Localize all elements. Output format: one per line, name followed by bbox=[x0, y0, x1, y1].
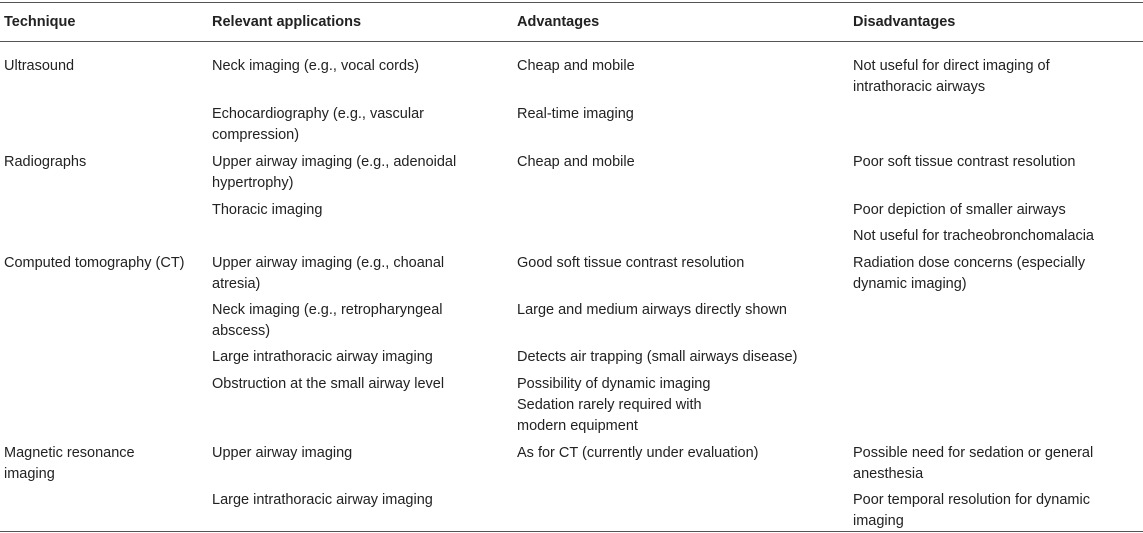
ultrasound-technique: Ultrasound bbox=[4, 58, 75, 74]
header-technique: Technique bbox=[4, 14, 76, 30]
radiographs-application-1: Upper airway imaging (e.g., adenoidal hy… bbox=[212, 154, 457, 191]
ct-advantage-1: Good soft tissue contrast resolution bbox=[517, 255, 745, 271]
mri-application-2: Large intrathoracic airway imaging bbox=[212, 492, 433, 508]
ultrasound-advantage-1: Cheap and mobile bbox=[517, 58, 635, 74]
mri-advantage-1: As for CT (currently under evaluation) bbox=[517, 445, 759, 461]
radiographs-disadvantage-1: Poor soft tissue contrast resolution bbox=[853, 154, 1076, 170]
radiographs-disadvantage-3: Not useful for tracheobronchomalacia bbox=[853, 228, 1094, 244]
ct-technique: Computed tomography (CT) bbox=[4, 255, 185, 271]
ultrasound-advantage-2: Real-time imaging bbox=[517, 106, 634, 122]
ct-application-1: Upper airway imaging (e.g., choanal atre… bbox=[212, 255, 445, 292]
mri-application-1: Upper airway imaging bbox=[212, 445, 353, 461]
table-top-rule bbox=[0, 2, 1143, 3]
ct-disadvantage-1: Radiation dose concerns (especially dyna… bbox=[853, 255, 1086, 292]
ct-advantage-2: Large and medium airways directly shown bbox=[517, 302, 787, 318]
table-bottom-rule bbox=[0, 531, 1143, 532]
ct-application-4: Obstruction at the small airway level bbox=[212, 376, 445, 392]
mri-disadvantage-2: Poor temporal resolution for dynamic ima… bbox=[853, 492, 1090, 529]
radiographs-technique: Radiographs bbox=[4, 154, 87, 170]
radiographs-disadvantage-2: Poor depiction of smaller airways bbox=[853, 202, 1066, 218]
ultrasound-application-1: Neck imaging (e.g., vocal cords) bbox=[212, 58, 420, 74]
header-disadvantages: Disadvantages bbox=[853, 14, 956, 30]
ct-advantage-5: Sedation rarely required with modern equ… bbox=[517, 397, 702, 434]
ct-advantage-4: Possibility of dynamic imaging bbox=[517, 376, 711, 392]
radiographs-advantage-1: Cheap and mobile bbox=[517, 154, 635, 170]
header-applications: Relevant applications bbox=[212, 14, 362, 30]
radiographs-application-2: Thoracic imaging bbox=[212, 202, 323, 218]
ultrasound-disadvantage-1: Not useful for direct imaging of intrath… bbox=[853, 58, 1050, 95]
ultrasound-application-2: Echocardiography (e.g., vascular compres… bbox=[212, 106, 424, 143]
ct-advantage-3: Detects air trapping (small airways dise… bbox=[517, 349, 798, 365]
mri-technique: Magnetic resonance imaging bbox=[4, 445, 135, 482]
mri-disadvantage-1: Possible need for sedation or general an… bbox=[853, 445, 1094, 482]
ct-application-3: Large intrathoracic airway imaging bbox=[212, 349, 433, 365]
table-header-rule bbox=[0, 41, 1143, 42]
ct-application-2: Neck imaging (e.g., retropharyngeal absc… bbox=[212, 302, 443, 339]
header-advantages: Advantages bbox=[517, 14, 600, 30]
